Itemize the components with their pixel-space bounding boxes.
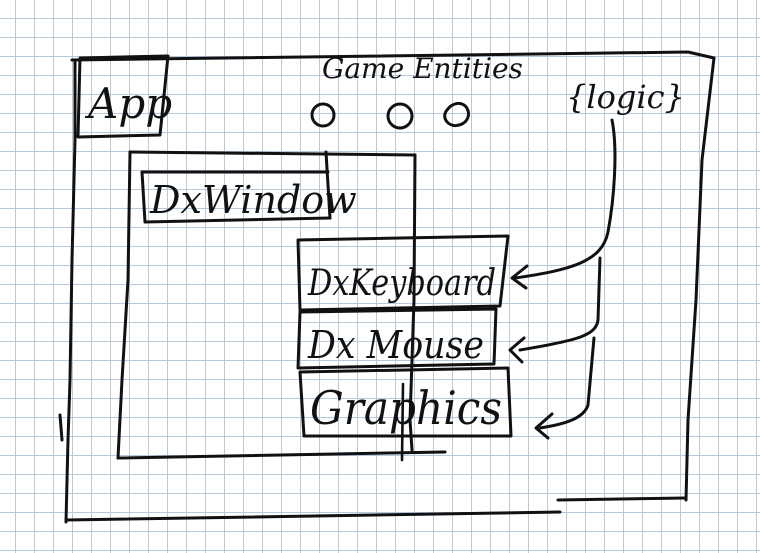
arrowhead-mouse: [508, 336, 526, 364]
dx-keyboard-box: DxKeyboard: [296, 234, 510, 312]
dx-window-label-box: DxWindow: [140, 150, 357, 224]
dx-mouse-label: Dx Mouse: [307, 323, 484, 367]
app-label-box: App: [76, 54, 172, 139]
game-entities: Game Entities: [310, 52, 523, 130]
dx-keyboard-label: DxKeyboard: [307, 263, 496, 304]
dx-window-label: DxWindow: [149, 178, 357, 222]
arrow-to-mouse: [518, 256, 602, 352]
logic-label: {logic}: [566, 78, 685, 116]
arrowhead-graphics: [534, 412, 554, 440]
graphics-box: Graphics: [298, 366, 513, 462]
entity-circle: [310, 102, 336, 128]
entity-circle: [386, 102, 414, 130]
app-label: App: [84, 79, 172, 128]
graphics-label: Graphics: [310, 381, 502, 435]
arrow-to-keyboard: [513, 118, 617, 280]
dx-mouse-box: Dx Mouse: [296, 307, 498, 370]
logic-arrows: [508, 118, 617, 440]
entity-circle: [443, 101, 470, 127]
arrow-to-graphics: [538, 336, 596, 430]
graphics-stroke: [400, 382, 405, 462]
app-frame: [58, 50, 716, 524]
game-entities-label: Game Entities: [322, 52, 523, 85]
arrowhead-keyboard: [510, 264, 529, 290]
